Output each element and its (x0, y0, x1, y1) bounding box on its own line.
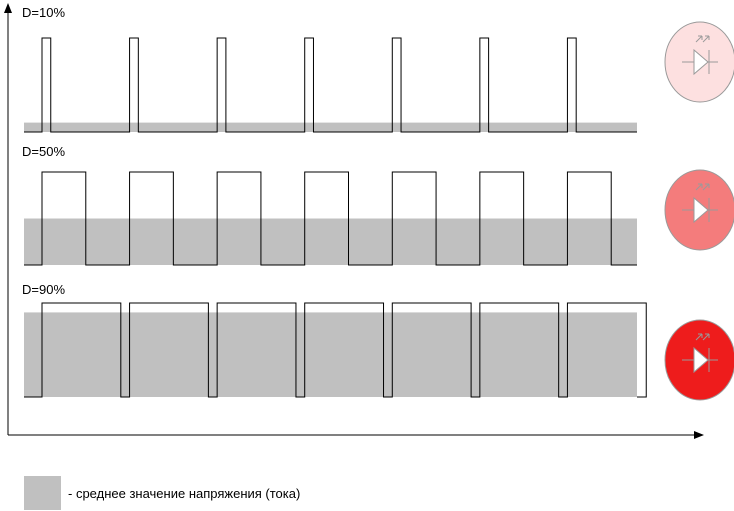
duty-label: D=50% (22, 144, 65, 159)
led-icon-bright (664, 319, 734, 401)
legend-text: - среднее значение напряжения (тока) (68, 486, 300, 501)
average-band (24, 312, 637, 397)
average-band (24, 218, 637, 265)
pwm-waveform (24, 302, 647, 398)
duty-label: D=90% (22, 282, 65, 297)
waveform-row-d90: D=90% (22, 282, 647, 398)
pwm-waveform (24, 171, 637, 266)
legend-swatch (24, 476, 61, 510)
led-icon-medium (664, 169, 734, 251)
waveform-row-d10: D=10% (22, 5, 637, 133)
average-band (24, 122, 637, 132)
led-icon-dim (664, 21, 734, 103)
pwm-waveform (24, 37, 637, 133)
waveform-row-d50: D=50% (22, 144, 637, 266)
legend: - среднее значение напряжения (тока) (24, 476, 300, 510)
duty-label: D=10% (22, 5, 65, 20)
